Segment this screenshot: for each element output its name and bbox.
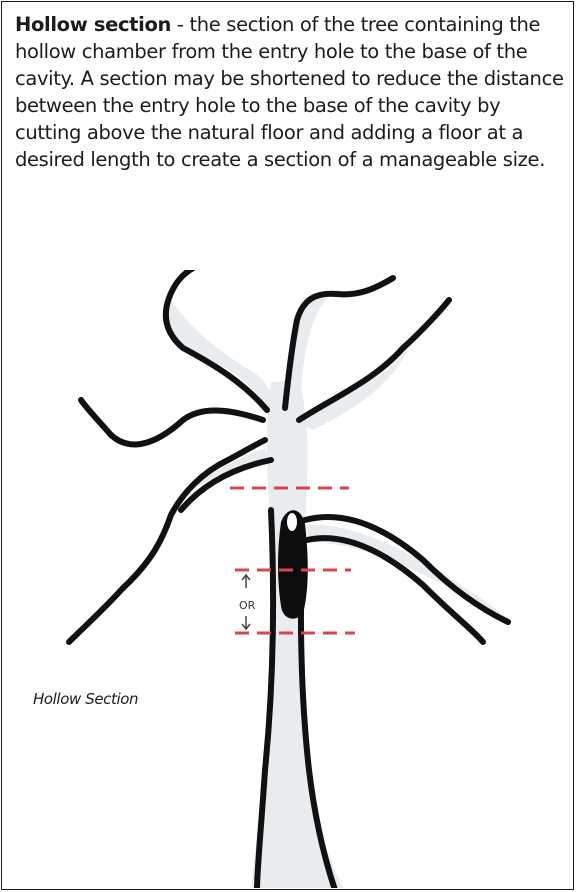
left-outer-branch-outline [81,400,263,444]
figure-caption: Hollow Section [33,690,138,708]
definition-term: Hollow section [15,13,171,36]
definition-separator: - [171,13,189,36]
or-label: OR [239,599,256,612]
upper-right-branch-outline [299,300,449,420]
tree-illustration: OR [3,270,572,888]
tree-illustration-area: OR [3,270,572,888]
upper-left-branch-fill [166,300,273,410]
entry-hole-highlight [287,513,297,531]
definition-paragraph: Hollow section - the section of the tree… [15,11,570,173]
definition-text: the section of the tree containing the h… [15,13,564,171]
